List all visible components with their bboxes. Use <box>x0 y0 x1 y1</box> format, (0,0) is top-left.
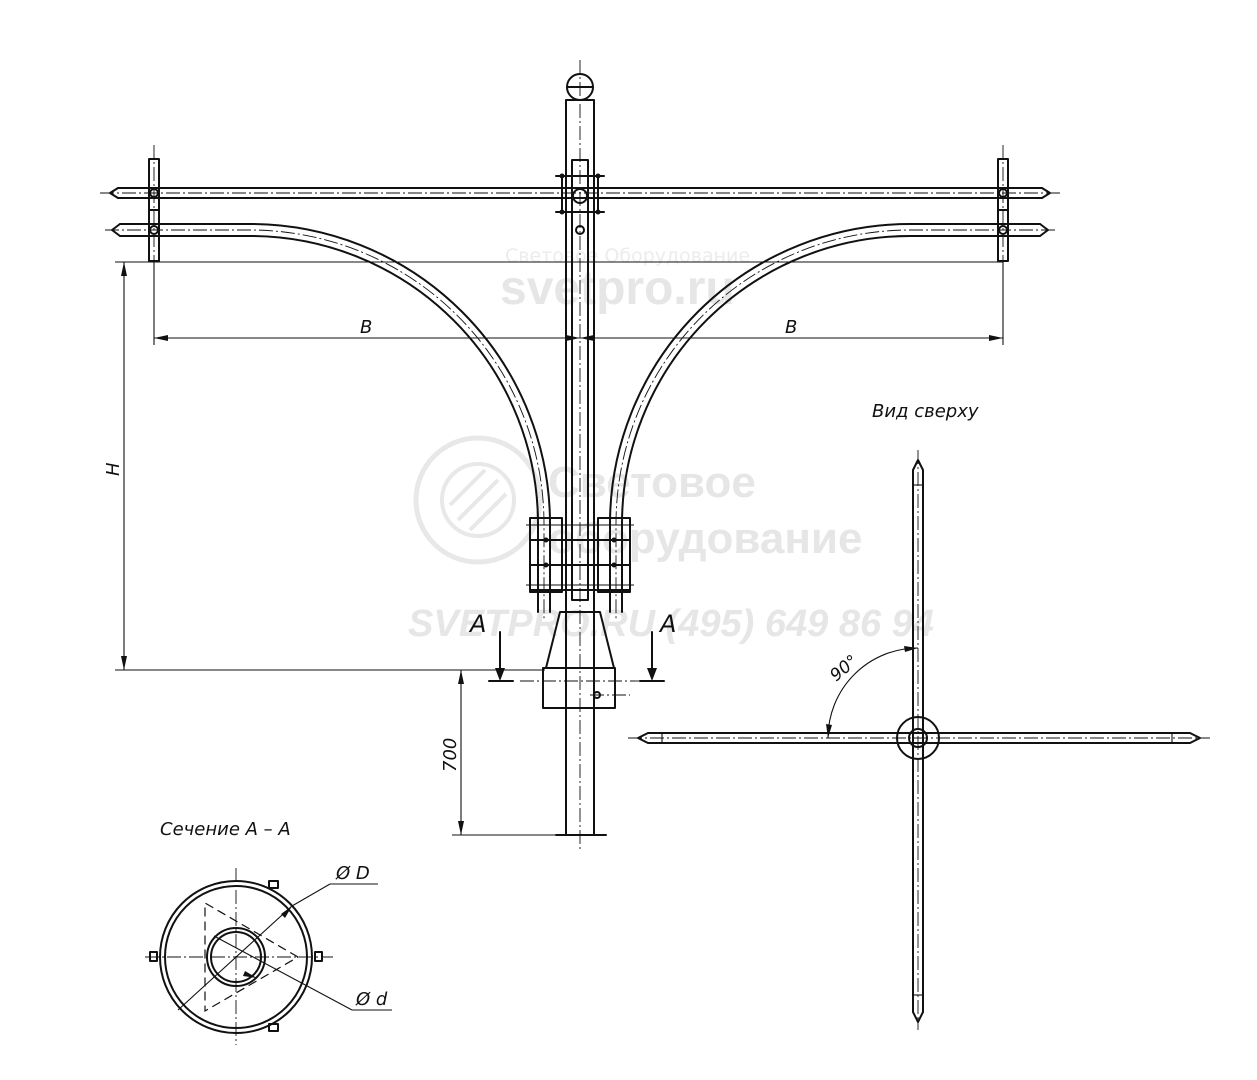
top-view-arm-vertical <box>912 450 924 1030</box>
top-view-pole-icon <box>896 716 940 760</box>
section-marker-right: A <box>639 610 676 682</box>
upper-clamp <box>555 173 605 235</box>
dimension-700: 700 <box>440 669 560 836</box>
dimension-b-left-label: B <box>360 317 372 338</box>
angle-label: 90° <box>826 651 862 686</box>
dimension-b-right-label: B <box>785 317 797 338</box>
top-view: Вид сверху 90° <box>628 401 1210 1030</box>
watermark-brand-line2: оборудование <box>548 514 862 563</box>
section-a-a: Сечение А – А Ø D Ø d <box>145 819 392 1045</box>
section-title: Сечение А – А <box>160 819 291 840</box>
section-marker-left: A <box>468 610 514 682</box>
watermark-phone: SVETPRO.RU (495) 649 86 94 <box>408 603 934 645</box>
watermark: Световое Оборудование svetpro.ru Светово… <box>408 245 934 645</box>
watermark-brand-line1: Световое <box>548 458 756 507</box>
watermark-logo-icon <box>413 435 543 565</box>
section-bolts <box>149 880 323 1032</box>
section-label-left: A <box>468 610 486 638</box>
lower-arm-right <box>609 223 1055 620</box>
top-view-arm-horizontal <box>628 732 1210 744</box>
central-pole <box>565 60 595 850</box>
watermark-site-url: svetpro.ru <box>500 262 735 315</box>
luminaire-holder-right <box>997 145 1009 272</box>
outer-diameter-label: Ø D <box>335 863 370 884</box>
lower-arm-brackets <box>526 517 634 593</box>
lower-arm-left <box>105 223 551 620</box>
pole-finial-icon <box>566 73 594 101</box>
dimension-inner-diameter: Ø d <box>213 935 392 1011</box>
inner-diameter-label: Ø d <box>355 989 388 1010</box>
front-view: A A B B H <box>100 60 1060 850</box>
top-view-title: Вид сверху <box>872 401 979 422</box>
angle-dimension: 90° <box>826 646 919 739</box>
dimension-outer-diameter: Ø D <box>177 863 378 1011</box>
luminaire-holder-left <box>148 145 160 272</box>
dimension-700-label: 700 <box>440 738 461 772</box>
dimension-b: B B <box>153 262 1004 345</box>
section-label-right: A <box>658 610 676 638</box>
dimension-h-label: H <box>103 462 124 476</box>
pole-transition-cone <box>520 611 640 709</box>
